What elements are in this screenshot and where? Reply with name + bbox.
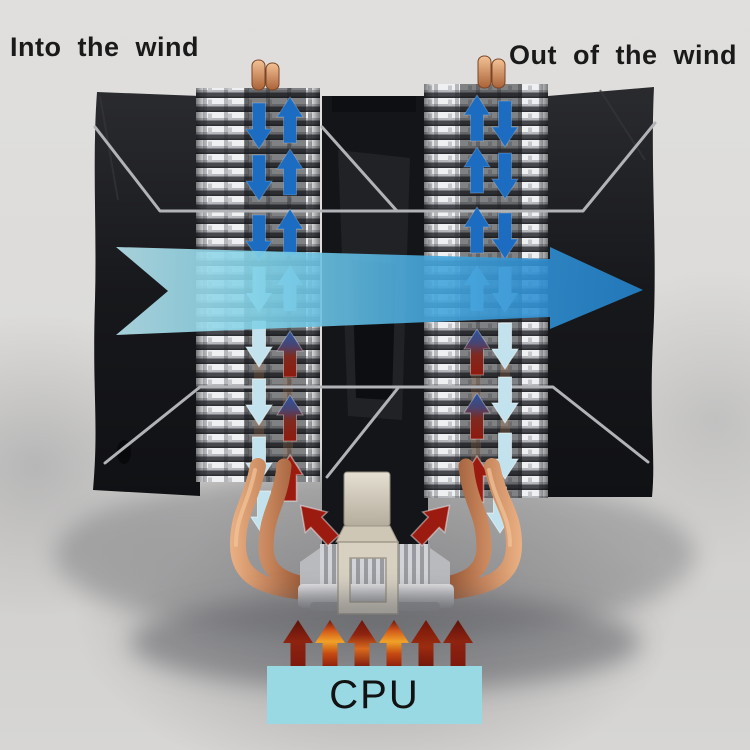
cpu-block: CPU bbox=[267, 666, 482, 724]
into-the-wind-label: Into the wind bbox=[10, 32, 199, 62]
copper-heatpipes bbox=[229, 458, 523, 601]
cpu-label: CPU bbox=[329, 672, 420, 717]
heatpipe-tips bbox=[251, 55, 506, 91]
out-of-the-wind-label: Out of the wind bbox=[509, 40, 737, 70]
main-airflow-arrow bbox=[116, 247, 643, 335]
fan-wire-clips bbox=[93, 121, 657, 479]
left-fan bbox=[93, 92, 200, 496]
